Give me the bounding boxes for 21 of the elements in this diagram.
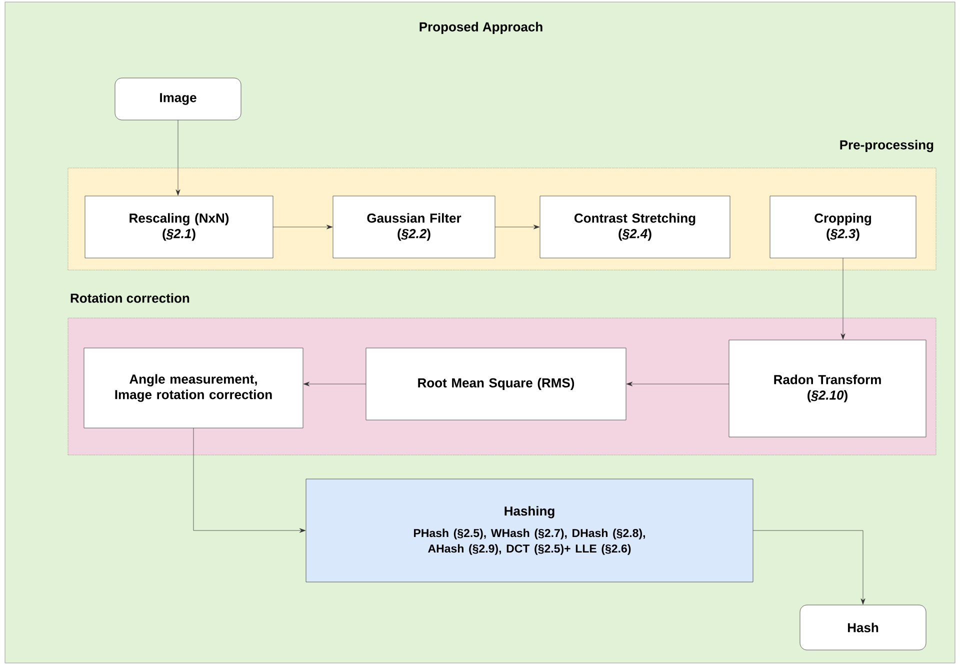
process-box: Rescaling (NxN) (§2.1) xyxy=(84,196,274,258)
terminal-box: Image xyxy=(114,78,242,120)
process-box: Root Mean Square (RMS) xyxy=(366,348,626,420)
process-box: Cropping (§2.3) xyxy=(770,196,916,258)
terminal-box: Hash xyxy=(800,604,926,650)
process-box: Hashing PHash (§2.5), WHash (§2.7), DHash (§2.8), AHash (§2.9), DCT (§2.5)+ LLE (§2.6) xyxy=(306,478,754,582)
diagram-title: Proposed Approach xyxy=(420,22,542,34)
arrow xyxy=(752,530,866,605)
arrow xyxy=(303,382,366,386)
arrow xyxy=(193,428,306,533)
process-box: Angle measurement, Image rotation correction xyxy=(84,348,304,428)
arrow xyxy=(176,120,180,196)
panel-heading: Rotation correction xyxy=(70,293,190,303)
process-box: Radon Transform (§2.10) xyxy=(728,340,926,438)
arrow xyxy=(494,224,540,230)
process-box: Gaussian Filter (§2.2) xyxy=(332,196,496,258)
arrow xyxy=(626,382,730,386)
process-box: Contrast Stretching (§2.4) xyxy=(540,196,730,258)
panel-heading: Pre-processing xyxy=(840,140,934,152)
arrow xyxy=(840,258,846,340)
arrow xyxy=(272,224,333,230)
